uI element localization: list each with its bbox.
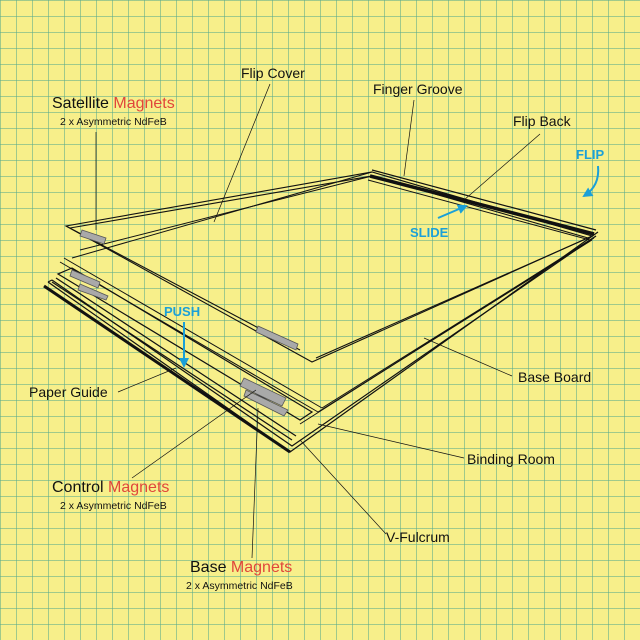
label-satellite-word: Magnets <box>113 95 175 112</box>
satellite-magnets <box>79 229 299 351</box>
flip-cover <box>64 171 594 363</box>
control-magnets <box>69 269 287 407</box>
paper-guide-front-edge <box>43 284 291 454</box>
label-control-sub: 2 x Asymmetric NdFeB <box>60 500 167 512</box>
side-plates <box>59 171 597 425</box>
action-arrows <box>179 165 600 368</box>
leader-lines <box>95 83 541 559</box>
flip-back-bar <box>367 169 597 241</box>
label-control-prefix: Control <box>52 479 104 496</box>
label-base-word: Magnets <box>230 559 293 576</box>
label-satellite-sub: 2 x Asymmetric NdFeB <box>60 116 167 128</box>
label-control-magnets: Control Magnets <box>52 479 169 497</box>
label-flip-cover: Flip Cover <box>241 65 305 81</box>
label-base-board: Base Board <box>518 369 592 385</box>
label-flip-back: Flip Back <box>513 113 571 129</box>
label-satellite-prefix: Satellite <box>52 95 109 112</box>
action-slide-label: SLIDE <box>410 225 449 240</box>
paper-guide <box>51 267 314 441</box>
action-push-label: PUSH <box>164 304 201 319</box>
label-base-magnets: Base Magnets <box>190 559 292 577</box>
label-control-word: Magnets <box>108 479 170 496</box>
label-base-sub: 2 x Asymmetric NdFeB <box>186 580 293 592</box>
label-paper-guide: Paper Guide <box>29 384 108 400</box>
label-satellite-magnets: Satellite Magnets <box>52 95 175 113</box>
label-finger-groove: Finger Groove <box>373 81 463 97</box>
base-magnets <box>77 283 289 417</box>
base-board <box>47 231 599 453</box>
label-base-prefix: Base <box>190 559 227 576</box>
label-binding-room: Binding Room <box>467 451 555 467</box>
label-v-fulcrum: V-Fulcrum <box>386 529 450 545</box>
action-flip-label: FLIP <box>576 147 605 162</box>
